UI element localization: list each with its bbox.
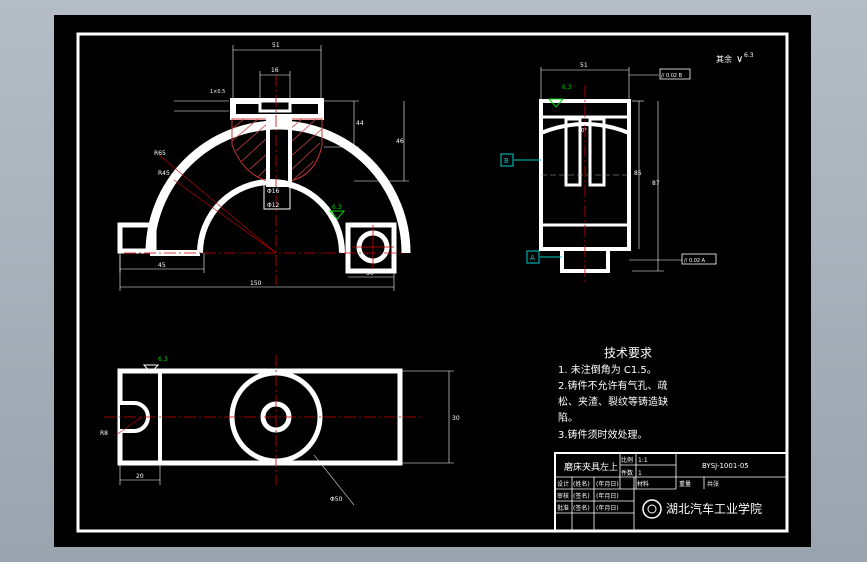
school-logo (642, 499, 662, 519)
title-designer-label: 设计 (557, 480, 569, 488)
tech-req-item: 1. 未注倒角为 C1.5。 (558, 363, 657, 376)
top-view: 30 Φ50 R8 20 6.3 (100, 355, 460, 506)
front-right-boss (345, 222, 397, 274)
front-dim-bottom-left: 45 (158, 262, 166, 269)
side-datum-a-label: A (530, 254, 535, 262)
title-block-frame (554, 452, 788, 532)
top-dim-hole: Φ50 (330, 496, 343, 503)
title-approver-date: (年月日) (596, 504, 619, 512)
roughness-value: 6.3 (744, 52, 754, 59)
title-designer-date: (年月日) (596, 480, 619, 488)
tech-req-item: 松、夹渣、裂纹等铸造缺 (558, 395, 668, 408)
front-bolt-hole (266, 117, 292, 187)
side-dim-lines (540, 67, 664, 272)
title-weight-label: 重量 (679, 480, 691, 488)
side-tol-top: // 0.02 B (661, 73, 683, 79)
tech-req-item: 2.铸件不允许有气孔、疏 (558, 379, 668, 392)
side-view: 51 85 87 30° B A // 0.02 B // 0.02 A 6.3 (500, 62, 717, 285)
drawing-sheet: 其余 ∨ 6.3 (54, 15, 811, 547)
front-dim-boss-width: 30 (366, 270, 374, 277)
title-checker-label: 审核 (557, 492, 569, 500)
title-drawing-no: BYSJ-1001-05 (702, 462, 749, 470)
title-block-grid (555, 453, 787, 531)
front-view: 51 16 1×0.5 44 46 Φ16 Φ12 R65 R45 45 150… (117, 42, 411, 291)
top-roughness-value: 6.3 (158, 356, 168, 363)
side-tol-top-box (659, 68, 691, 80)
title-qty-value: 1 (638, 470, 642, 477)
front-radius-leader-2 (173, 179, 277, 254)
side-dim-height-a: 85 (634, 170, 642, 177)
top-dim-width: 30 (452, 415, 460, 422)
title-school: 湖北汽车工业学院 (666, 501, 762, 516)
side-tol-bottom-box (681, 253, 717, 265)
title-checker-date: (年月日) (596, 492, 619, 500)
side-datum-b-label: B (504, 157, 509, 165)
front-dim-right-height: 46 (396, 138, 404, 145)
front-arch-inner (197, 179, 345, 254)
front-dim-chamfer: 1×0.5 (210, 89, 225, 95)
title-sheet-label: 共张 (707, 480, 719, 488)
side-slot-left (564, 117, 582, 187)
roughness-note-label: 其余 (716, 54, 732, 64)
engineering-drawing: 其余 ∨ 6.3 (76, 32, 789, 533)
side-roughness-value: 6.3 (562, 84, 572, 91)
title-checker-value: (签名) (573, 492, 590, 500)
front-dim-radius-outer: R65 (154, 150, 166, 157)
top-radius-leader (115, 416, 143, 436)
top-dim-radius: R8 (100, 430, 108, 437)
front-top-slot (258, 99, 292, 113)
tech-req-title: 技术要求 (604, 346, 652, 360)
roughness-note: 其余 ∨ 6.3 (716, 52, 754, 65)
side-dim-top-width: 51 (580, 62, 588, 69)
front-dim-slot-width: 16 (271, 67, 279, 74)
title-ratio-label: 比例 (621, 456, 633, 464)
roughness-symbol: ∨ (736, 54, 743, 65)
front-dim-total-width: 150 (250, 280, 262, 287)
title-material-label: 材料 (637, 480, 649, 488)
side-slot-right (588, 117, 606, 187)
side-datum-b-box (500, 153, 514, 167)
front-radius-leader (158, 154, 277, 254)
tech-requirements: 技术要求 1. 未注倒角为 C1.5。 2.铸件不允许有气孔、疏 松、夹渣、裂纹… (558, 346, 668, 441)
side-dim-height-b: 87 (652, 180, 660, 187)
top-roughness-mark: 6.3 (142, 356, 168, 374)
front-arch-outer (145, 120, 411, 254)
front-dim-hole-b: Φ12 (267, 202, 280, 209)
front-dim-lines (119, 45, 409, 291)
front-bolt-shank (263, 182, 291, 210)
front-roughness-value: 6.3 (332, 204, 342, 211)
top-dim-left: 20 (136, 473, 144, 480)
title-block: 磨床夹具左上 比例 1:1 件数 1 BYSJ-1001-05 材料 重量 共张… (554, 452, 788, 532)
side-tol-bottom: // 0.02 A (684, 258, 706, 264)
title-qty-label: 件数 (621, 469, 633, 477)
side-arc (540, 122, 630, 135)
side-roughness-mark: 6.3 (547, 84, 572, 108)
drawing-frame (76, 32, 789, 533)
school-logo-inner (647, 504, 657, 514)
front-dim-left-height: 44 (356, 120, 364, 127)
front-roughness-mark: 6.3 (328, 204, 346, 220)
title-ratio-value: 1:1 (638, 457, 648, 464)
side-dim-angle: 30° (578, 128, 587, 134)
front-left-foot (117, 222, 157, 254)
tech-req-item: 陷。 (558, 411, 578, 424)
front-dim-hole-a: Φ16 (267, 188, 280, 195)
top-dim-lines (119, 370, 454, 506)
title-approver-value: (签名) (573, 504, 590, 512)
title-designer-value: (姓名) (573, 480, 590, 488)
title-approver-label: 批准 (557, 504, 569, 512)
front-dim-radius-inner: R45 (158, 170, 170, 177)
title-part-name: 磨床夹具左上 (564, 461, 618, 473)
front-dim-top-width: 51 (272, 42, 280, 49)
tech-req-item: 3.铸件须时效处理。 (558, 428, 648, 441)
side-datum-a-box (526, 250, 540, 264)
